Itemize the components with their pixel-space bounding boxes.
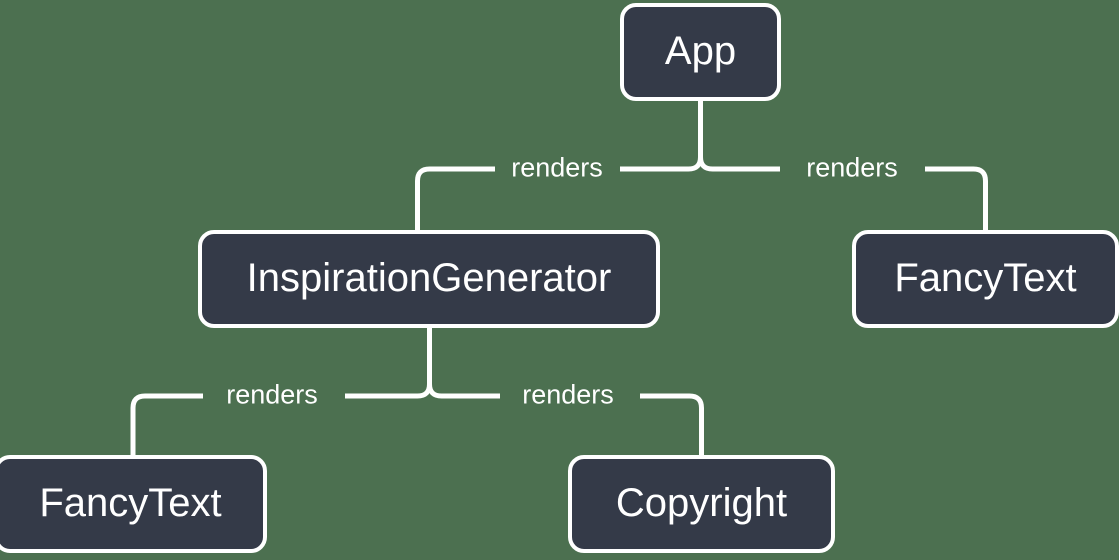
node-app-label: App [664, 28, 737, 73]
edge-app-to-fancytext-right [698, 156, 988, 230]
edge-label-app-to-fancytext-right: renders [806, 152, 898, 183]
node-app[interactable]: App [620, 3, 781, 101]
node-fancy-text-bottom[interactable]: FancyText [0, 455, 267, 553]
edge-label-inspirationgenerator-to-fancytext-bottom: renders [226, 379, 318, 410]
node-copyright-label: Copyright [615, 480, 788, 525]
node-inspiration-generator[interactable]: InspirationGenerator [198, 230, 660, 328]
node-copyright[interactable]: Copyright [568, 455, 835, 553]
node-fancy-text-right[interactable]: FancyText [852, 230, 1119, 328]
node-fancy-text-right-label: FancyText [894, 255, 1077, 300]
edge-label-app-to-inspirationgenerator: renders [511, 152, 603, 183]
edge-label-inspirationgenerator-to-copyright: renders [522, 379, 614, 410]
node-inspiration-generator-label: InspirationGenerator [246, 255, 612, 300]
node-fancy-text-bottom-label: FancyText [39, 480, 222, 525]
edge-inspirationgenerator-to-copyright [427, 383, 704, 455]
